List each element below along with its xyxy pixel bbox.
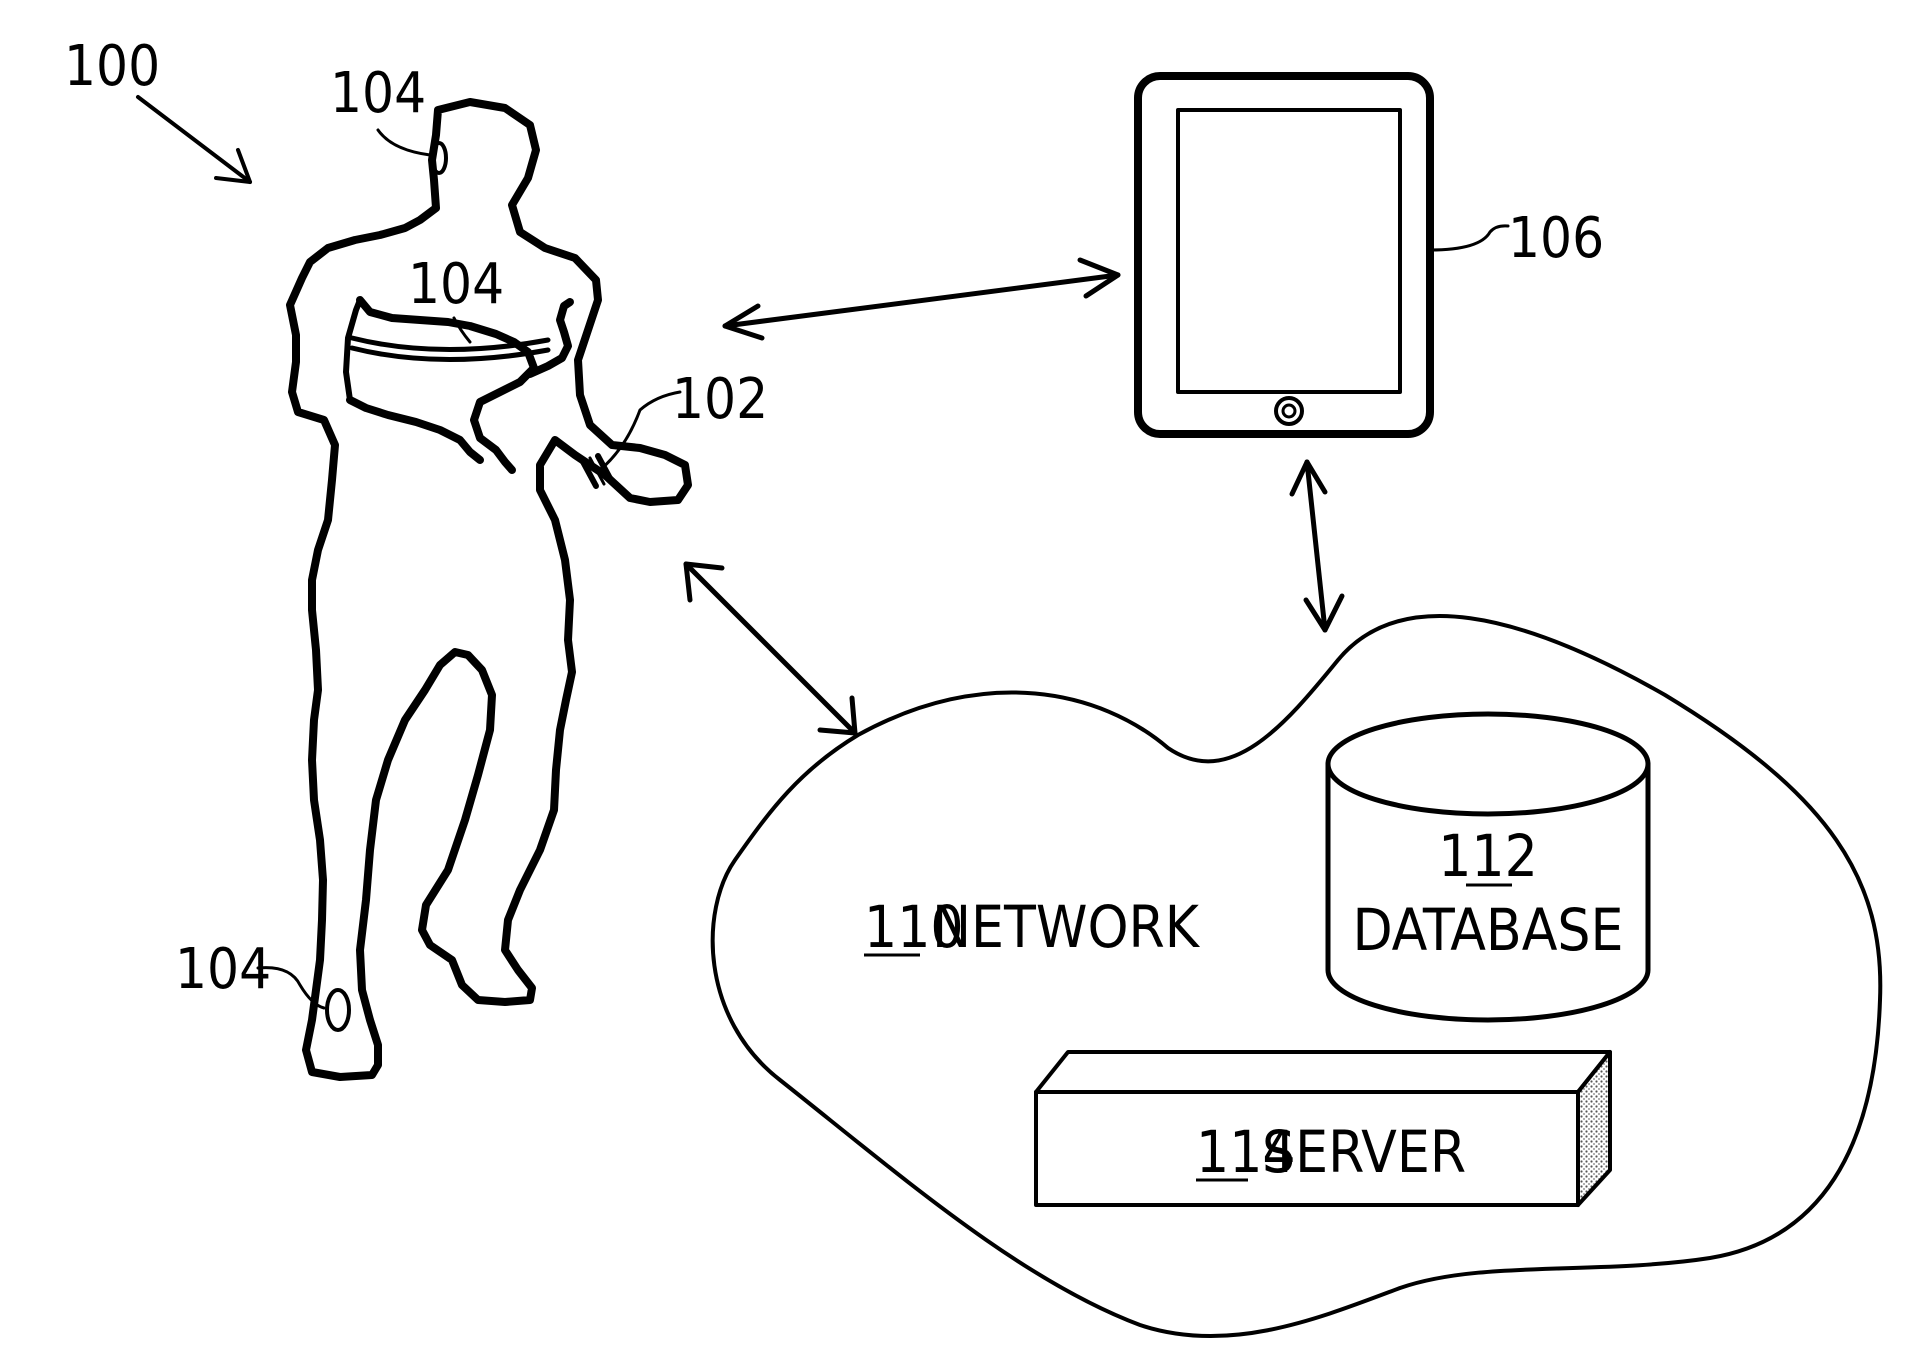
tablet-network-arrow: [1292, 462, 1342, 630]
person-figure: [290, 102, 688, 1077]
server-text: SERVER: [1262, 1118, 1466, 1186]
system-label: 100: [64, 34, 160, 99]
database-ref: 112: [1438, 822, 1538, 890]
head-sensor-label: 104: [330, 61, 426, 126]
ankle-sensor-label: 104: [175, 937, 271, 1002]
person-tablet-arrow: [725, 260, 1118, 338]
tablet-screen: [1178, 110, 1400, 392]
chest-sensor-label: 104: [408, 252, 504, 317]
tablet-device: [1138, 76, 1430, 434]
tablet-home-button: [1276, 398, 1302, 424]
tablet-label: 106: [1508, 206, 1604, 271]
network-label: 110 NETWORK: [864, 893, 1201, 961]
ankle-sensor: [327, 990, 349, 1030]
network-text: NETWORK: [932, 893, 1201, 961]
system-arrow: [138, 97, 250, 182]
tablet-body: [1138, 76, 1430, 434]
wristband-label: 102: [672, 367, 768, 432]
database-text: DATABASE: [1353, 896, 1624, 964]
person-arm-outline: [360, 300, 534, 470]
person-body-outline: [290, 102, 688, 1077]
person-network-arrow: [686, 564, 855, 733]
network-cloud: [713, 616, 1881, 1336]
server-label: 114 SERVER: [1196, 1118, 1466, 1186]
